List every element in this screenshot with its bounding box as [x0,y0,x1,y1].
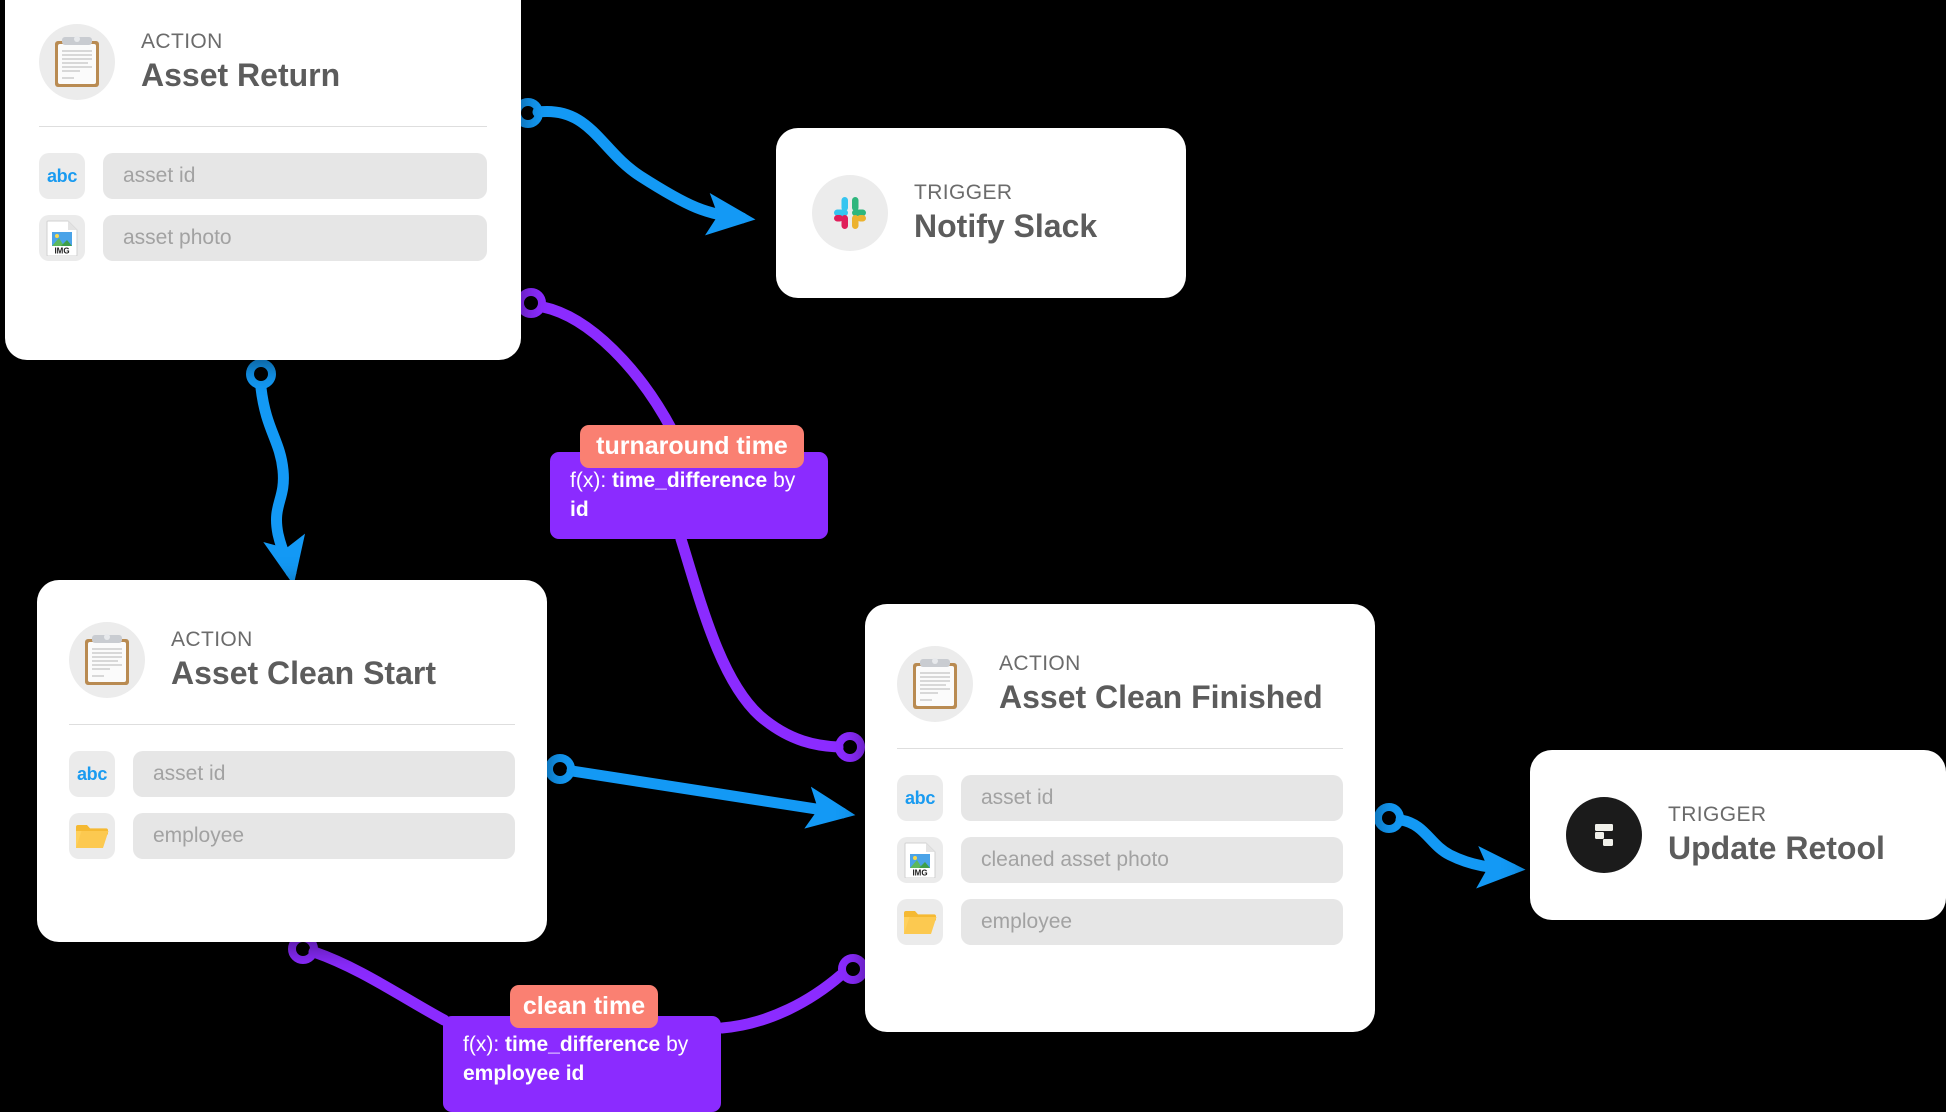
field-input[interactable]: employee [961,899,1343,945]
edge-clean-time-to-clean-finished [716,954,868,1034]
edge-handle[interactable] [545,754,575,784]
node-title-group: ACTION Asset Clean Finished [999,651,1323,717]
formula-prefix: f(x): [570,469,612,492]
field-row[interactable]: employee [69,813,515,859]
edge-asset-return-to-asset-clean-start [246,359,306,586]
svg-text:IMG: IMG [912,869,927,878]
clipboard-icon [39,24,115,100]
node-title-group: TRIGGER Update Retool [1668,802,1885,868]
field-list: abc asset id IMG [897,749,1343,945]
svg-text:IMG: IMG [54,247,69,256]
field-input[interactable]: asset photo [103,215,487,261]
abc-icon-label: abc [904,787,936,808]
field-input[interactable]: asset id [133,751,515,797]
node-header: ACTION Asset Clean Start [69,622,515,698]
node-update-retool[interactable]: TRIGGER Update Retool [1530,750,1946,920]
abc-icon: abc [39,153,85,199]
divider [39,126,487,127]
folder-icon [69,813,115,859]
field-row[interactable]: abc asset id [39,153,487,199]
folder-icon [897,899,943,945]
field-placeholder: employee [981,910,1073,933]
field-row[interactable]: IMG cleaned asset photo [897,837,1343,883]
node-title-group: TRIGGER Notify Slack [914,180,1097,246]
slack-icon [812,175,888,251]
field-list: abc asset id IMG [39,127,487,261]
edge-handle[interactable] [838,954,868,984]
edge-handle[interactable] [516,288,546,318]
abc-icon: abc [69,751,115,797]
field-placeholder: employee [153,824,245,847]
abc-icon-label: abc [76,763,108,784]
edge-turnaround-to-asset-clean-finished [675,533,865,762]
divider [897,748,1343,749]
edge-handle[interactable] [1374,803,1404,833]
node-name-label: Notify Slack [914,208,1098,245]
node-kind-label: ACTION [171,627,253,651]
divider [69,724,515,725]
node-name-label: Update Retool [1668,830,1885,867]
edge-clean-start-to-clean-finished [545,754,856,829]
image-file-icon: IMG [39,215,85,261]
chip-turnaround-time[interactable]: turnaround time [580,425,804,468]
node-title-group: ACTION Asset Return [141,29,340,95]
field-input[interactable]: employee [133,813,515,859]
formula-expression: f(x): time_difference by employee id [463,1030,703,1089]
edge-asset-return-to-notify-slack [513,98,756,236]
formula-middle: by [767,469,796,492]
node-kind-label: TRIGGER [1668,802,1767,826]
formula-function: time_difference [612,469,768,492]
field-row[interactable]: abc asset id [69,751,515,797]
formula-expression: f(x): time_difference by id [570,466,810,525]
abc-icon-label: abc [46,165,78,186]
node-title-group: ACTION Asset Clean Start [171,627,436,693]
node-header: ACTION Asset Clean Finished [897,646,1343,722]
field-placeholder: asset photo [123,226,232,249]
clipboard-icon [897,646,973,722]
node-asset-clean-start[interactable]: ACTION Asset Clean Start abc asset id [37,580,547,942]
node-header: TRIGGER Notify Slack [812,175,1097,251]
field-input[interactable]: asset id [103,153,487,199]
field-placeholder: cleaned asset photo [981,848,1169,871]
node-header: ACTION Asset Return [39,24,487,100]
node-name-label: Asset Return [141,57,341,94]
edge-asset-return-to-turnaround [516,288,678,436]
field-row[interactable]: abc asset id [897,775,1343,821]
field-placeholder: asset id [153,762,226,785]
node-name-label: Asset Clean Finished [999,679,1323,716]
field-row[interactable]: IMG asset photo [39,215,487,261]
formula-middle: by [660,1033,689,1056]
field-placeholder: asset id [981,786,1054,809]
field-row[interactable]: employee [897,899,1343,945]
formula-function: time_difference [505,1033,661,1056]
node-header: TRIGGER Update Retool [1566,797,1885,873]
edge-clean-finished-to-update-retool [1374,803,1526,889]
clipboard-icon [69,622,145,698]
edge-handle[interactable] [246,359,276,389]
retool-icon [1566,797,1642,873]
field-input[interactable]: asset id [961,775,1343,821]
field-list: abc asset id employee [69,725,515,859]
node-kind-label: ACTION [141,29,223,53]
image-file-icon: IMG [897,837,943,883]
formula-prefix: f(x): [463,1033,505,1056]
edge-clean-start-to-clean-time [288,934,450,1026]
formula-key: id [570,498,589,522]
node-kind-label: TRIGGER [914,180,1013,204]
field-input[interactable]: cleaned asset photo [961,837,1343,883]
node-kind-label: ACTION [999,651,1081,675]
node-asset-return[interactable]: ACTION Asset Return abc asset id [5,0,521,360]
edge-handle[interactable] [835,732,865,762]
formula-key: employee id [463,1062,585,1086]
node-name-label: Asset Clean Start [171,655,436,692]
formula-clean-time[interactable]: f(x): time_difference by employee id [443,1016,721,1112]
node-asset-clean-finished[interactable]: ACTION Asset Clean Finished abc asset id [865,604,1375,1032]
abc-icon: abc [897,775,943,821]
field-placeholder: asset id [123,164,196,187]
node-notify-slack[interactable]: TRIGGER Notify Slack [776,128,1186,298]
chip-clean-time[interactable]: clean time [510,985,658,1028]
